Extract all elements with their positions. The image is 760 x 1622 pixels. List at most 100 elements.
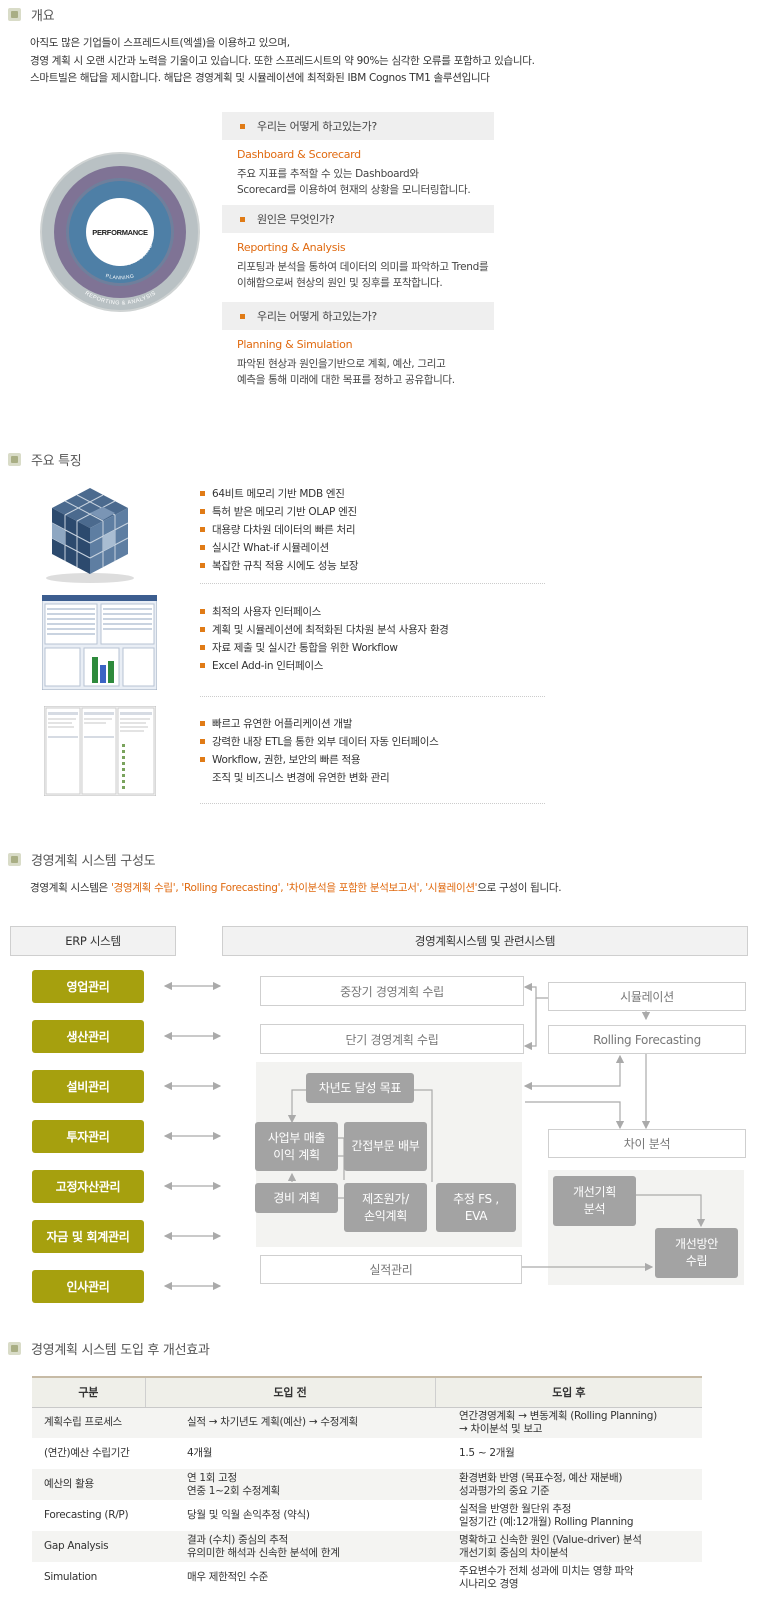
section-title-effects: 경영계획 시스템 도입 후 개선효과 [8, 1339, 210, 1358]
row-label: (연간)예산 수립기간 [44, 1447, 130, 1459]
intro-text: 으로 구성이 됩니다. [477, 882, 562, 894]
bullet-text: 최적의 사용자 인터페이스 [212, 606, 322, 618]
after-cell: 환경변화 반영 (목표수정, 예산 재분배)성과평가의 중요 기준 [435, 1469, 702, 1500]
box-line: 개선방안 [675, 1237, 718, 1251]
before-cell: 4개월 [145, 1438, 435, 1469]
bullet-text: 계획 및 시뮬레이션에 최적화된 다차원 분석 사용자 환경 [212, 624, 449, 636]
item-title: Dashboard & Scorecard [237, 148, 361, 161]
section-bullet-icon [8, 8, 21, 21]
row-label: Gap Analysis [32, 1531, 145, 1562]
simulation-box: 시뮬레이션 [548, 982, 746, 1011]
cell-line: 시나리오 경영 [459, 1577, 519, 1590]
cube-image [46, 488, 134, 583]
bullet-icon [200, 757, 205, 762]
bullet-text: Excel Add-in 인터페이스 [212, 660, 324, 672]
cell-line: 당월 및 익월 손익추정 (약식) [187, 1509, 310, 1521]
question-text: 우리는 어떻게 하고있는가? [257, 310, 377, 323]
list-item: 대용량 다차원 데이터의 빠른 처리 [200, 521, 358, 539]
section-title-text: 경영계획 시스템 도입 후 개선효과 [31, 1343, 210, 1358]
desc-line: 리포팅과 분석을 통하여 데이터의 의미를 파악하고 Trend를 [237, 261, 489, 273]
bullet-icon [200, 563, 205, 568]
section-title-text: 주요 특징 [31, 454, 82, 469]
after-cell: 1.5 ~ 2개월 [435, 1438, 702, 1469]
overview-line: 스마트빌은 해답을 제시합니다. 해답은 경영계획 및 시뮬레이션에 최적화된 … [30, 72, 490, 84]
bullet-text: 특허 받은 메모리 기반 OLAP 엔진 [212, 506, 357, 518]
bullet-icon [200, 491, 205, 496]
section-title-text: 개요 [31, 9, 55, 24]
bullet-text: 대용량 다차원 데이터의 빠른 처리 [212, 524, 356, 536]
next-year-target-box: 차년도 달성 목표 [306, 1073, 414, 1103]
variance-analysis-box: 차이 분석 [548, 1129, 746, 1158]
cell-line: 결과 (수치) 중심의 추적 [187, 1533, 288, 1546]
bullet-text: 조직 및 비즈니스 변경에 유연한 변화 관리 [212, 772, 390, 784]
structure-intro: 경영계획 시스템은 '경영계획 수립', 'Rolling Forecastin… [30, 880, 562, 895]
table-row: Forecasting (R/P) 당월 및 익월 손익추정 (약식) 실적을 … [32, 1500, 702, 1531]
overview-line: 아직도 많은 기업들이 스프레드시트(엑셀)을 이용하고 있으며, [30, 37, 290, 49]
feature-list: 64비트 메모리 기반 MDB 엔진 특허 받은 메모리 기반 OLAP 엔진 … [200, 485, 359, 575]
indirect-allocation-box: 간접부문 배부 [344, 1122, 427, 1171]
table-row: Simulation 매우 제한적인 수준 주요변수가 전체 성과에 미치는 영… [32, 1562, 702, 1593]
short-term-plan-box: 단기 경영계획 수립 [260, 1024, 524, 1054]
cost-pl-plan-box: 제조원가/손익계획 [344, 1183, 427, 1232]
before-cell: 실적 → 차기년도 계획(예산) → 수정계획 [145, 1407, 435, 1438]
bullet-icon [240, 123, 245, 129]
box-line: 제조원가/ [362, 1191, 409, 1206]
table-row: 계획수립 프로세스 실적 → 차기년도 계획(예산) → 수정계획 연간경영계획… [32, 1407, 702, 1438]
box-line: EVA [464, 1208, 488, 1223]
intro-highlight: '경영계획 수립', 'Rolling Forecasting', '차이분석을… [110, 882, 478, 894]
cell-line: 주요변수가 전체 성과에 미치는 영향 파악 [459, 1564, 634, 1577]
box-line: 개선기획 [573, 1185, 616, 1199]
bullet-text: 강력한 내장 ETL을 통한 외부 데이터 자동 인터페이스 [212, 736, 439, 748]
diagram-ring-label: PLANNING [105, 273, 135, 281]
section-bullet-icon [8, 1342, 21, 1355]
ui-screenshot-image [42, 595, 157, 690]
column-header: 구분 [32, 1376, 145, 1408]
list-item: 강력한 내장 ETL을 통한 외부 데이터 자동 인터페이스 [200, 733, 439, 751]
erp-item-finance: 자금 및 회계관리 [32, 1220, 144, 1253]
desc-line: Scorecard를 이용하여 현재의 상황을 모니터링합니다. [237, 184, 471, 196]
system-header: 경영계획시스템 및 관련시스템 [222, 926, 748, 956]
cell-line: 명확하고 신속한 원인 (Value-driver) 분석 [459, 1533, 642, 1546]
rolling-forecasting-box: Rolling Forecasting [548, 1025, 746, 1054]
cell-line: 4개월 [187, 1447, 213, 1459]
section-title-features: 주요 특징 [8, 450, 82, 469]
overview-line: 경영 계획 시 오랜 시간과 노력을 기울이고 있습니다. 또한 스프레드시트의… [30, 54, 535, 67]
list-item: 자료 제출 및 실시간 통합을 위한 Workflow [200, 639, 449, 657]
item-title: Reporting & Analysis [237, 241, 346, 254]
section-bullet-icon [8, 853, 21, 866]
bullet-text: Workflow, 권한, 보안의 빠른 적용 [212, 754, 361, 766]
divider [200, 696, 545, 697]
bullet-icon [200, 527, 205, 532]
bullet-icon [240, 216, 245, 222]
actual-management-box: 실적관리 [260, 1255, 522, 1284]
expense-plan-box: 경비 계획 [255, 1183, 338, 1213]
erp-header: ERP 시스템 [10, 926, 176, 956]
cell-line: 연간경영계획 → 변동계획 (Rolling Planning) [459, 1409, 657, 1422]
question-text: 우리는 어떻게 하고있는가? [257, 120, 377, 133]
estimated-fs-eva-box: 추정 FS ,EVA [436, 1183, 516, 1232]
section-title-structure: 경영계획 시스템 구성도 [8, 850, 156, 869]
bullet-text: 실시간 What-if 시뮬레이션 [212, 542, 329, 554]
bullet-icon [200, 545, 205, 550]
question-bar: 우리는 어떻게 하고있는가? [222, 302, 494, 330]
feature-list: 최적의 사용자 인터페이스 계획 및 시뮬레이션에 최적화된 다차원 분석 사용… [200, 603, 449, 675]
diagram-connectors [163, 981, 706, 1291]
erp-item-fixed-assets: 고정자산관리 [32, 1170, 144, 1203]
bullet-icon [240, 313, 245, 319]
after-cell: 연간경영계획 → 변동계획 (Rolling Planning) → 차이분석 … [435, 1407, 702, 1438]
cell-line: 환경변화 반영 (목표수정, 예산 재분배) [459, 1471, 623, 1484]
bullet-text: 복잡한 규칙 적용 시에도 성능 보장 [212, 560, 359, 572]
row-label: 예산의 활용 [32, 1469, 145, 1500]
list-item: Excel Add-in 인터페이스 [200, 657, 449, 675]
desc-line: 주요 지표를 추적할 수 있는 Dashboard와 [237, 168, 419, 180]
cell-line: 연중 1~2회 수정계획 [187, 1484, 280, 1497]
